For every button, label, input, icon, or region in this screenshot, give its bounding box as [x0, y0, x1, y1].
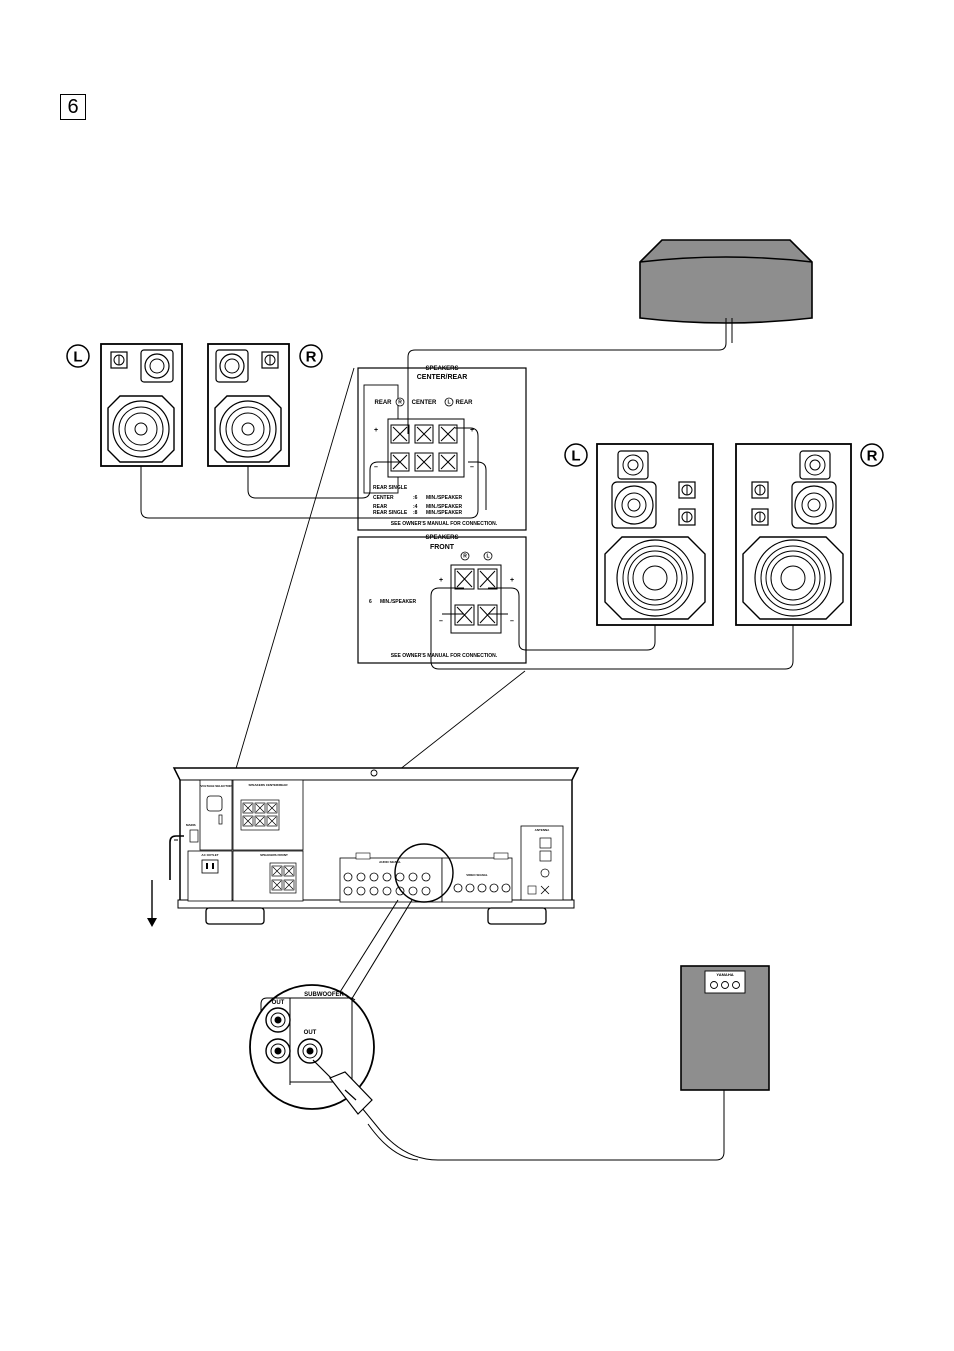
panel-front-note: SEE OWNER'S MANUAL FOR CONNECTION. [391, 653, 498, 659]
panel-front: SPEAKERS FRONT R L + – + – 6 MIN./SPEAKE… [357, 535, 527, 664]
cr-plus-right: + [470, 427, 474, 434]
inset-out-right: OUT [304, 1030, 317, 1036]
antenna-label: ANTENNA [535, 828, 550, 832]
speaker-wires [140, 318, 794, 1161]
spec-center-unit: MIN./SPEAKER [426, 495, 463, 501]
panel-center-rear: SPEAKERS CENTER/REAR REAR R CENTER L REA… [357, 366, 527, 531]
inset-zoom-line-2 [344, 899, 413, 1011]
term-center-label: CENTER [412, 400, 437, 406]
page-number: 6 [60, 94, 86, 120]
front-speaker-left [596, 443, 714, 626]
front-speaker-right [735, 443, 852, 626]
panel-front-subtitle: FRONT [430, 544, 455, 551]
ac-outlet-label: AC OUTLET [201, 853, 218, 857]
term-l-mark: L [447, 400, 450, 406]
front-l-mark: L [486, 554, 489, 560]
spec-rear-unit: MIN./SPEAKER [426, 504, 463, 510]
receiver-rear-panel: VOLTAGE SELECTOR MAINS AC OUTLET SPEAKER… [147, 767, 580, 927]
inset-title: SUBWOOFER [304, 992, 344, 998]
front-plus-left: + [439, 577, 443, 584]
subwoofer-inset: SUBWOOFER OUT OUT [249, 984, 375, 1115]
rear-left-badge: L [66, 344, 90, 368]
term-rear-r-label: REAR [374, 400, 392, 406]
rear-single-label: REAR SINGLE [373, 485, 408, 491]
front-left-badge: L [564, 443, 588, 467]
front-terminal-block [454, 568, 498, 626]
panel-cr-subtitle: CENTER/REAR [417, 374, 468, 381]
mains-label: MAINS [186, 823, 196, 827]
cr-minus-left: – [374, 464, 378, 471]
spec-rear-value: :4 [413, 504, 418, 510]
front-minus-left: – [439, 618, 443, 625]
term-r-mark: R [398, 400, 402, 406]
front-plus-right: + [510, 577, 514, 584]
rear-right-letter: R [306, 349, 317, 366]
front-minus-right: – [510, 618, 514, 625]
inset-out-left: OUT [272, 1000, 285, 1006]
term-rear-l-label: REAR [455, 400, 473, 406]
rear-left-letter: L [73, 349, 82, 366]
spec-rear-label: REAR [373, 504, 388, 510]
subwoofer-brand: YAMAHA [716, 972, 733, 977]
spec-rear-single-unit: MIN./SPEAKER [426, 510, 463, 516]
rear-speaker-left [100, 343, 183, 467]
cr-plus-left: + [374, 427, 378, 434]
panel-cr-title: SPEAKERS [425, 366, 458, 372]
audio-jack-grid [343, 872, 431, 896]
front-r-mark: R [463, 554, 467, 560]
cr-terminal-block [390, 424, 458, 472]
front-right-letter: R [867, 448, 878, 465]
center-speaker [639, 239, 813, 324]
front-left-letter: L [571, 448, 580, 465]
zoom-line-top [234, 367, 355, 773]
receiver-speakers-front-label: SPEAKERS FRONT [260, 853, 288, 857]
rear-speaker-right [207, 343, 290, 467]
spec-rear-single-label: REAR SINGLE [373, 510, 408, 516]
rear-right-badge: R [299, 344, 323, 368]
receiver-speakers-cr-label: SPEAKERS CENTER/REAR [248, 783, 288, 787]
subwoofer-unit: YAMAHA [680, 965, 770, 1091]
front-spec-value: 6 [369, 599, 372, 605]
inset-zoom-line-1 [334, 899, 399, 1001]
audio-signal-label: AUDIO SIGNAL [379, 860, 401, 864]
front-spec-unit: MIN./SPEAKER [380, 599, 417, 605]
spec-center-value: :6 [413, 495, 418, 501]
front-right-badge: R [860, 443, 884, 467]
voltage-selector-label: VOLTAGE SELECTOR [200, 784, 232, 788]
rca-plug [312, 1059, 373, 1115]
cr-minus-right: – [470, 464, 474, 471]
panel-front-title: SPEAKERS [425, 535, 458, 541]
video-signal-label: VIDEO SIGNAL [466, 873, 488, 877]
spec-rear-single-value: :8 [413, 510, 418, 516]
panel-cr-note: SEE OWNER'S MANUAL FOR CONNECTION. [391, 521, 498, 527]
spec-center-label: CENTER [373, 495, 394, 501]
